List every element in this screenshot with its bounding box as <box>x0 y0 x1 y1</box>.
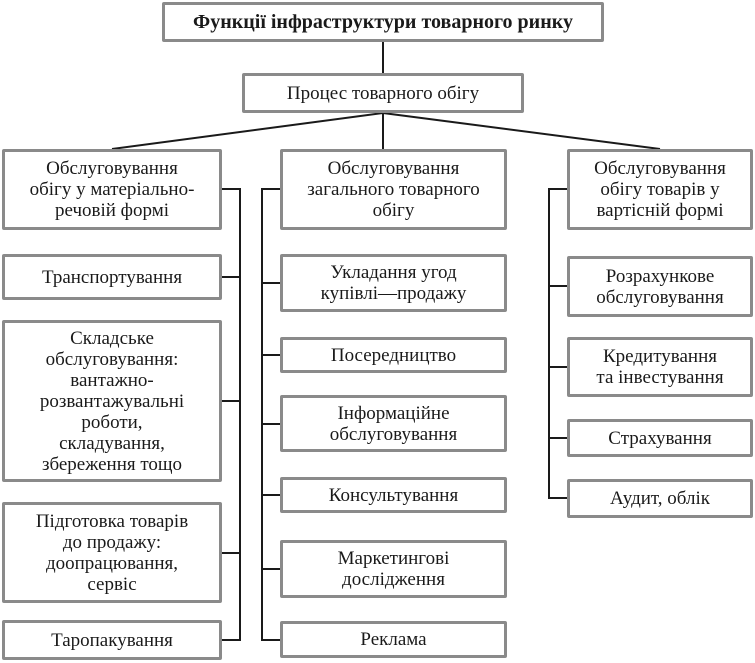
left-item-preparation: Підготовка товарів до продажу: доопрацюв… <box>2 502 222 603</box>
diagram-title: Функції інфраструктури товарного ринку <box>162 2 604 42</box>
right-item-insurance: Страхування <box>567 419 753 457</box>
connector-process-left <box>111 112 384 150</box>
right-item-audit: Аудит, облік <box>567 479 753 518</box>
connector-process-right <box>382 112 661 150</box>
middle-item-consulting: Консультування <box>280 477 507 513</box>
left-item-transport: Транспортування <box>2 254 222 300</box>
middle-item-marketing: Маркетингові дослідження <box>280 540 507 598</box>
left-item-warehouse: Складське обслуговування: вантажно- розв… <box>2 320 222 482</box>
left-item-packaging: Таропакування <box>2 620 222 660</box>
middle-item-mediation: Посередництво <box>280 337 507 373</box>
process-box: Процес товарного обігу <box>242 73 524 113</box>
left-column-header: Обслуговування обігу у матеріально- речо… <box>2 149 222 230</box>
right-column-header: Обслуговування обігу товарів у вартісній… <box>567 149 753 230</box>
middle-item-advertising: Реклама <box>280 621 507 658</box>
middle-item-deals: Укладання угод купівлі—продажу <box>280 254 507 312</box>
right-item-credit: Кредитування та інвестування <box>567 337 753 397</box>
right-item-settlement: Розрахункове обслуговування <box>567 256 753 317</box>
middle-column-header: Обслуговування загального товарного обіг… <box>280 149 507 230</box>
middle-item-information: Інформаційне обслуговування <box>280 395 507 452</box>
